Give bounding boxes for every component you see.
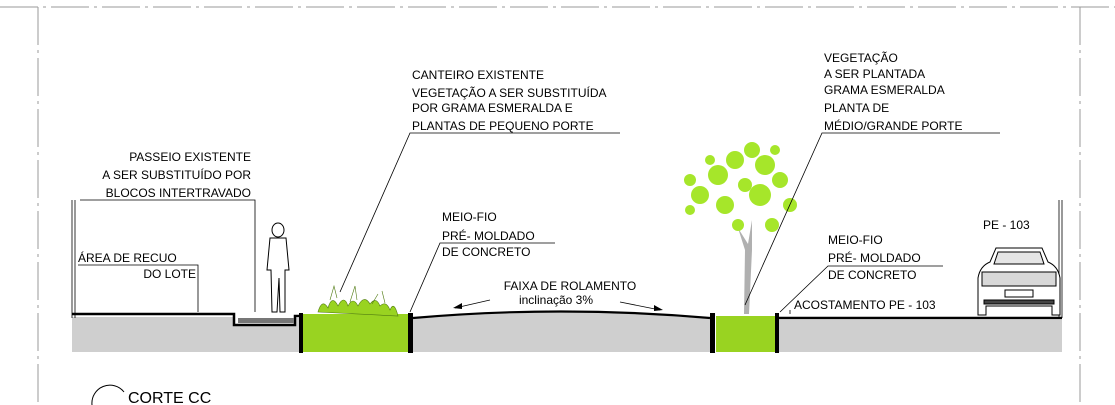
- label-pe: PE - 103: [983, 218, 1030, 232]
- ground-section: [71, 200, 1063, 353]
- label-meio-fio-2-c: DE CONCRETO: [828, 268, 916, 282]
- label-vegetacao-3: GRAMA ESMERALDA: [824, 83, 945, 97]
- label-recuo-2: DO LOTE: [143, 267, 196, 281]
- label-canteiro-1: CANTEIRO EXISTENTE: [412, 68, 544, 82]
- section-title: CORTE CC: [91, 384, 211, 405]
- label-recuo: ÁREA DE RECUO DO LOTE: [78, 250, 196, 281]
- slope-arrows: [453, 299, 663, 311]
- label-passeio: PASSEIO EXISTENTE A SER SUBSTITUÍDO POR …: [102, 150, 251, 200]
- label-meio-fio-1-b: PRÉ- MOLDADO: [442, 228, 535, 243]
- shrubs-icon: [317, 284, 399, 317]
- label-vegetacao-5: MÉDIO/GRANDE PORTE: [824, 118, 962, 133]
- leader-lines: [78, 132, 1000, 314]
- label-canteiro-2: VEGETAÇÃO A SER SUBSTITUÍDA: [412, 85, 607, 100]
- label-passeio-2: A SER SUBSTITUÍDO POR: [102, 167, 251, 182]
- label-meio-fio-1-c: DE CONCRETO: [442, 245, 530, 259]
- paver-block: [238, 318, 294, 323]
- label-vegetacao-1: VEGETAÇÃO: [824, 51, 898, 65]
- curb-1: [299, 313, 303, 353]
- surface-line: [72, 312, 303, 327]
- label-vegetacao-4: PLANTA DE: [824, 101, 889, 115]
- label-canteiro-4: PLANTAS DE PEQUENO PORTE: [412, 119, 594, 133]
- label-canteiro-3: POR GRAMA ESMERALDA E: [412, 101, 573, 115]
- label-recuo-1: ÁREA DE RECUO: [78, 250, 177, 265]
- label-meio-fio-1-a: MEIO-FIO: [442, 210, 497, 224]
- planter-2-grass: [716, 316, 775, 352]
- person-silhouette-icon: [266, 222, 290, 313]
- car-icon: [977, 247, 1061, 316]
- curb-2: [408, 313, 413, 353]
- road-surface-line: [412, 310, 711, 320]
- shoulder-fill: [777, 320, 1062, 352]
- curb-4: [775, 313, 779, 353]
- label-meio-fio-2: MEIO-FIO PRÉ- MOLDADO DE CONCRETO: [828, 233, 921, 282]
- tree-icon: [684, 142, 797, 314]
- label-passeio-1: PASSEIO EXISTENTE: [129, 150, 251, 164]
- label-vegetacao-2: A SER PLANTADA: [824, 67, 925, 81]
- label-inclinacao: inclinação 3%: [519, 293, 593, 307]
- label-meio-fio-2-b: PRÉ- MOLDADO: [828, 250, 921, 265]
- label-vegetacao: VEGETAÇÃO A SER PLANTADA GRAMA ESMERALDA…: [824, 51, 962, 133]
- curb-3: [710, 313, 715, 353]
- drawing-frame: [0, 6, 1115, 405]
- label-faixa: FAIXA DE ROLAMENTO: [504, 279, 636, 293]
- label-meio-fio-1: MEIO-FIO PRÉ- MOLDADO DE CONCRETO: [442, 210, 535, 259]
- label-acostamento: ACOSTAMENTO PE - 103: [794, 298, 936, 312]
- road-fill: [413, 312, 710, 352]
- drawing-title: CORTE CC: [128, 390, 211, 405]
- label-passeio-3: BLOCOS INTERTRAVADO: [106, 186, 251, 200]
- planter-1-grass: [303, 314, 408, 352]
- label-canteiro: CANTEIRO EXISTENTE VEGETAÇÃO A SER SUBST…: [412, 68, 607, 133]
- label-meio-fio-2-a: MEIO-FIO: [828, 233, 883, 247]
- section-marker-icon: [91, 384, 125, 405]
